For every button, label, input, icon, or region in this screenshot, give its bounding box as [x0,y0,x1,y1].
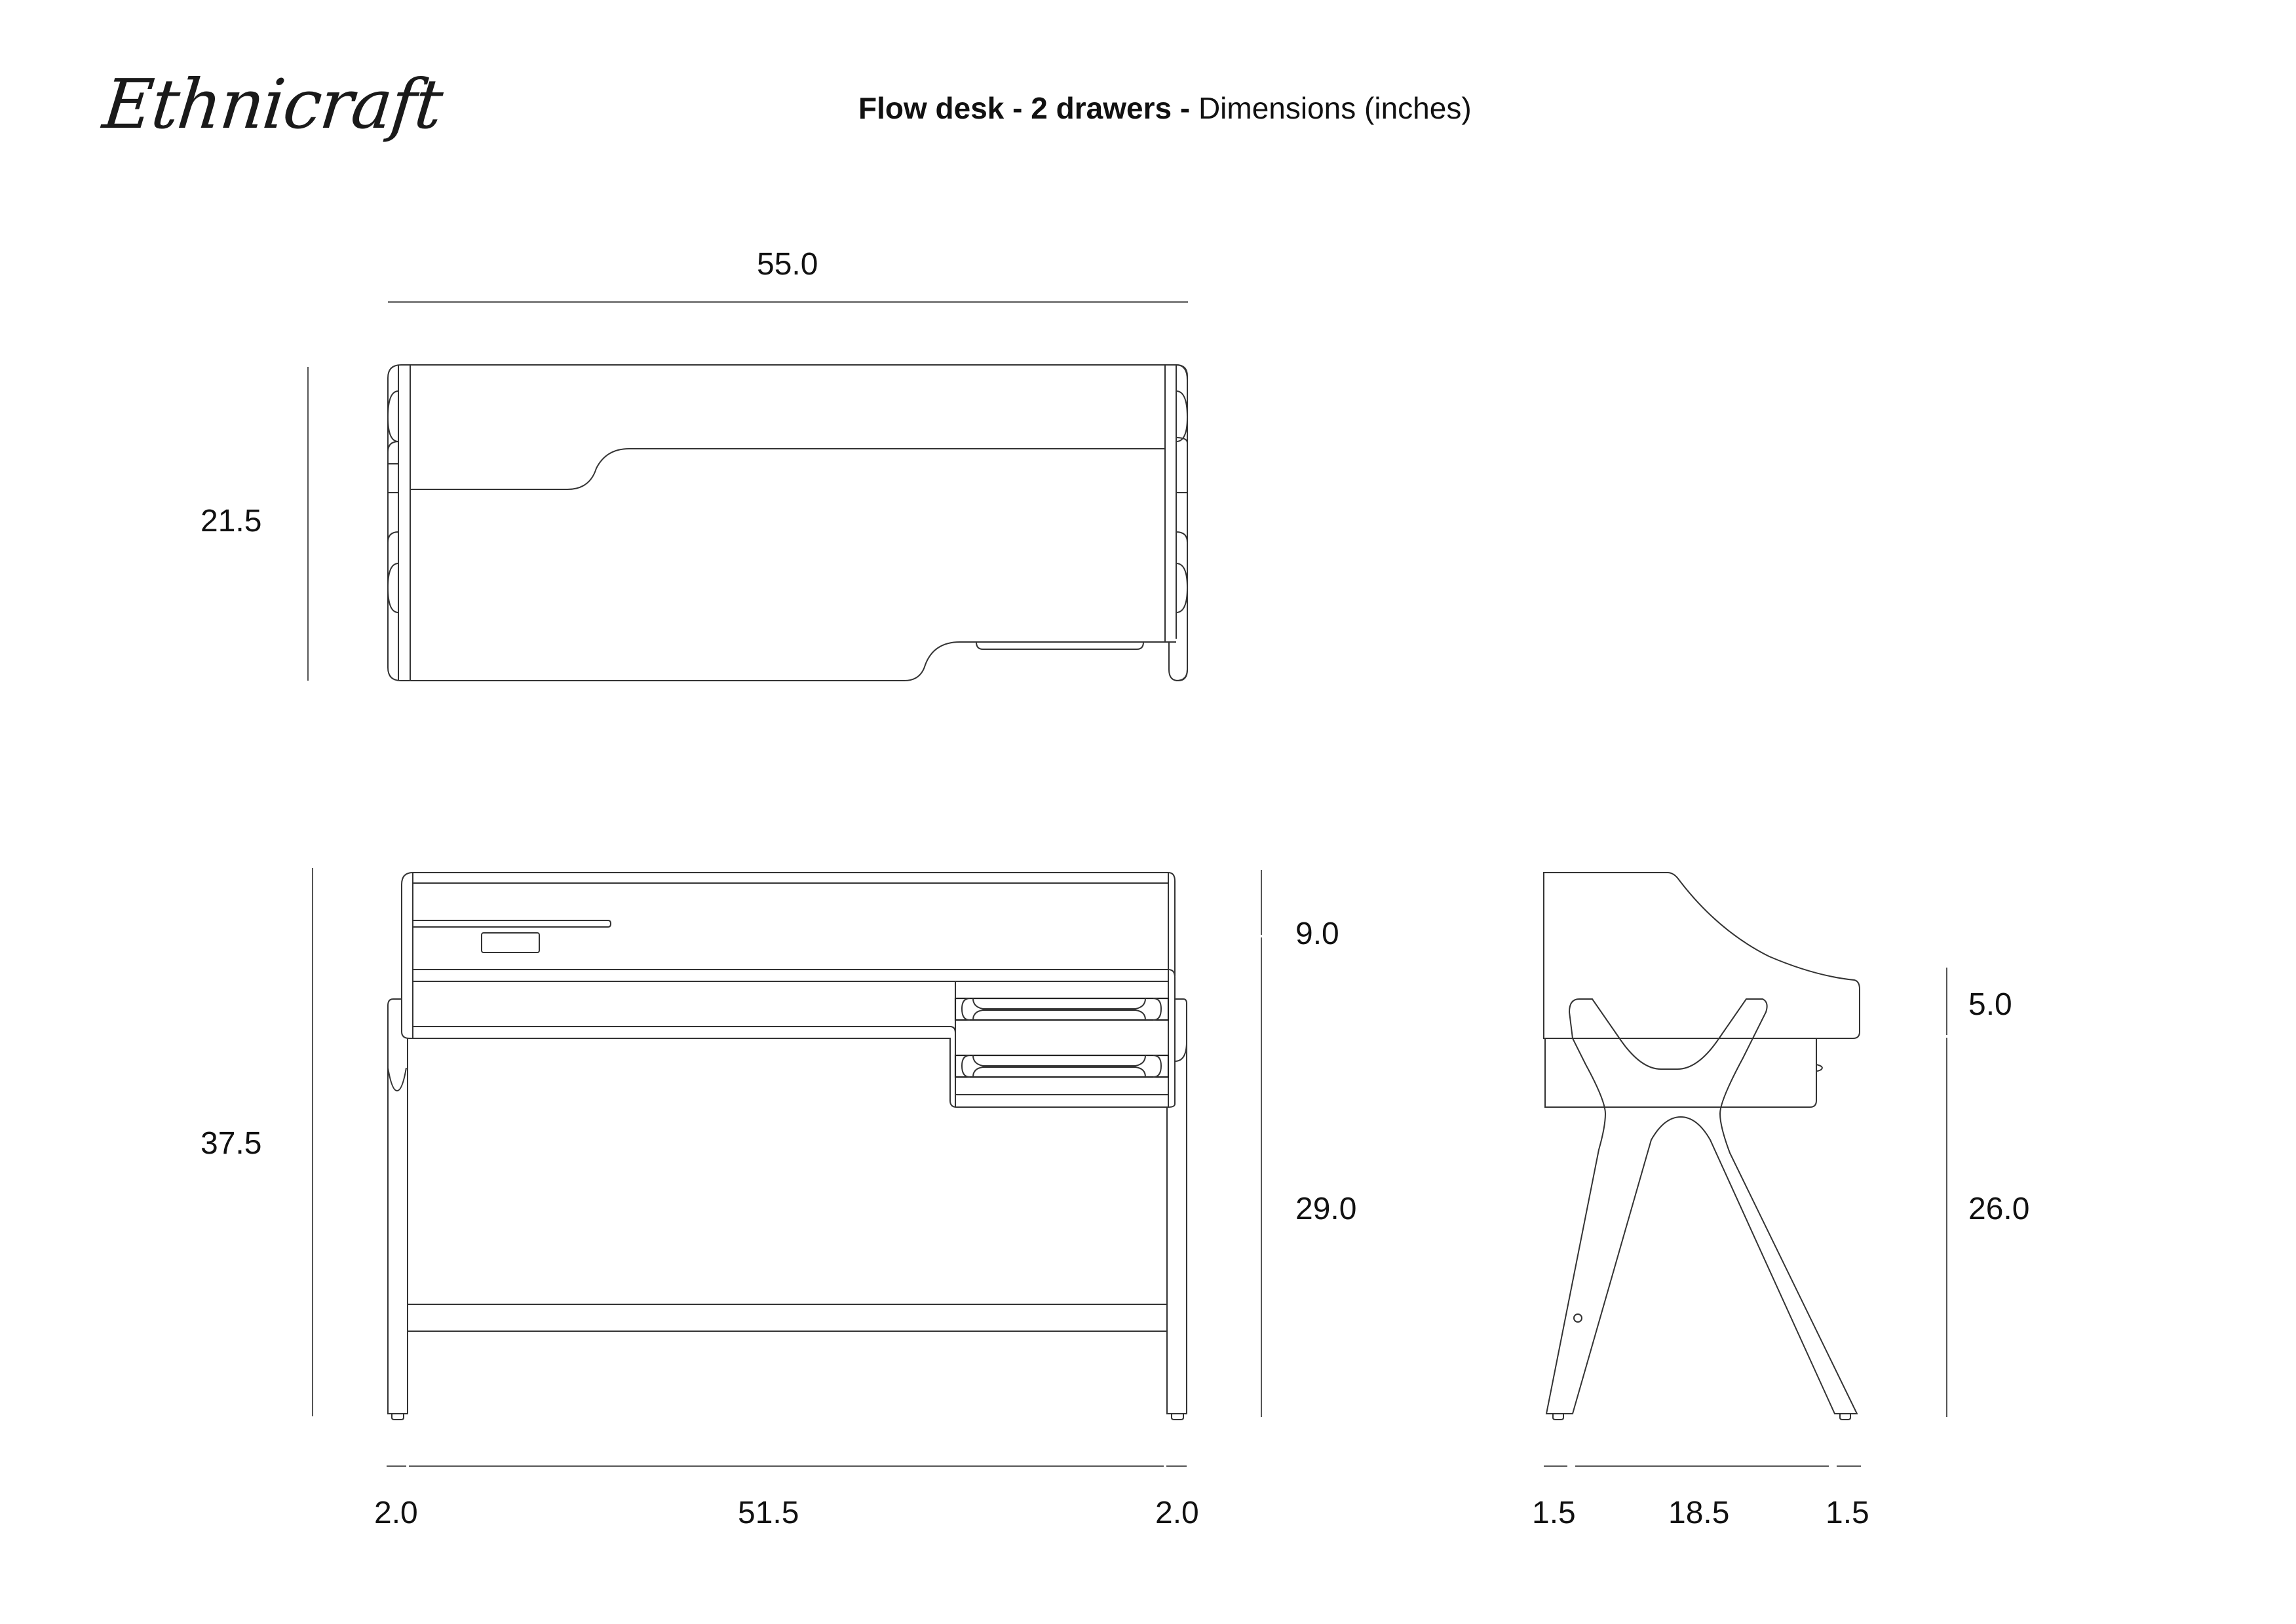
top-left-bump-2 [388,563,398,613]
top-upper-curve [410,449,1165,489]
front-right-rail [1168,970,1175,1107]
side-drawer-box [1545,1038,1816,1107]
front-view [313,868,1261,1466]
front-right-leg [1167,999,1187,1414]
side-view-left-leg-label: 1.5 [1532,1496,1576,1530]
top-view-width-label: 55.0 [757,247,818,282]
front-left-leg-notch [388,1068,406,1091]
front-hutch-top [413,873,1175,976]
front-right-leg-curve [1175,1042,1187,1061]
front-hutch-left [402,873,413,1038]
top-right-bump-2a [1176,532,1187,542]
front-view-desk-height-label: 29.0 [1295,1192,1357,1226]
front-view-inner-width-label: 51.5 [738,1496,799,1530]
front-drawer-2 [955,1055,1168,1077]
front-view-total-height-label: 37.5 [201,1126,262,1161]
front-drawer-2-pull-bottom [973,1067,1145,1077]
side-drawer-knob [1816,1065,1822,1071]
side-view-upper-section-label: 5.0 [1968,987,2012,1022]
top-left-bump-1b [388,442,398,464]
front-drawer-2-pull-top [973,1055,1145,1066]
top-right-bump-1b [1176,438,1187,443]
front-view-upper-section-label: 9.0 [1295,916,1339,951]
side-view-inner-depth-label: 18.5 [1668,1496,1730,1530]
top-right-bump-2 [1176,563,1187,613]
side-hutch-profile [1544,873,1860,1038]
side-right-foot [1840,1414,1850,1420]
front-cable-port [482,933,539,953]
top-left-bump-2a [388,532,398,542]
front-drawer-1-pull-top [973,998,1145,1009]
front-view-right-leg-label: 2.0 [1155,1496,1199,1530]
front-desktop-lower [410,1038,1168,1107]
front-drawer-1-pull-bottom [973,1010,1145,1020]
top-outline-right [401,365,1187,681]
side-view [1544,873,1947,1466]
side-x-frame-leg [1546,999,1857,1414]
side-left-foot [1553,1414,1563,1420]
top-left-bump-1 [388,391,398,442]
top-drawer-pull [976,642,1143,649]
front-drawer-2-left-cap [962,1055,970,1077]
page-title: Flow desk - 2 drawers - Dimensions (inch… [858,90,1472,126]
front-left-leg [388,999,408,1414]
front-right-foot [1172,1414,1183,1420]
top-view [308,302,1188,681]
top-view-depth-label: 21.5 [201,504,262,538]
front-left-foot [392,1414,404,1420]
front-pen-slot [413,920,611,927]
side-view-desk-height-label: 26.0 [1968,1192,2030,1226]
title-subtitle: Dimensions (inches) [1198,91,1472,125]
top-right-bump-1 [1176,391,1187,442]
front-drawer-1-right-cap [1153,998,1161,1020]
top-lower-curve [904,642,1176,681]
front-drawer-1 [955,998,1168,1020]
side-view-right-leg-label: 1.5 [1826,1496,1869,1530]
front-drawer-1-left-cap [962,998,970,1020]
front-drawer-2-right-cap [1153,1055,1161,1077]
front-view-left-leg-label: 2.0 [374,1496,418,1530]
side-leg-hole [1574,1314,1582,1322]
top-left-rail [388,365,904,681]
top-right-leg [1169,365,1187,681]
title-product: Flow desk - 2 drawers - [858,91,1191,125]
